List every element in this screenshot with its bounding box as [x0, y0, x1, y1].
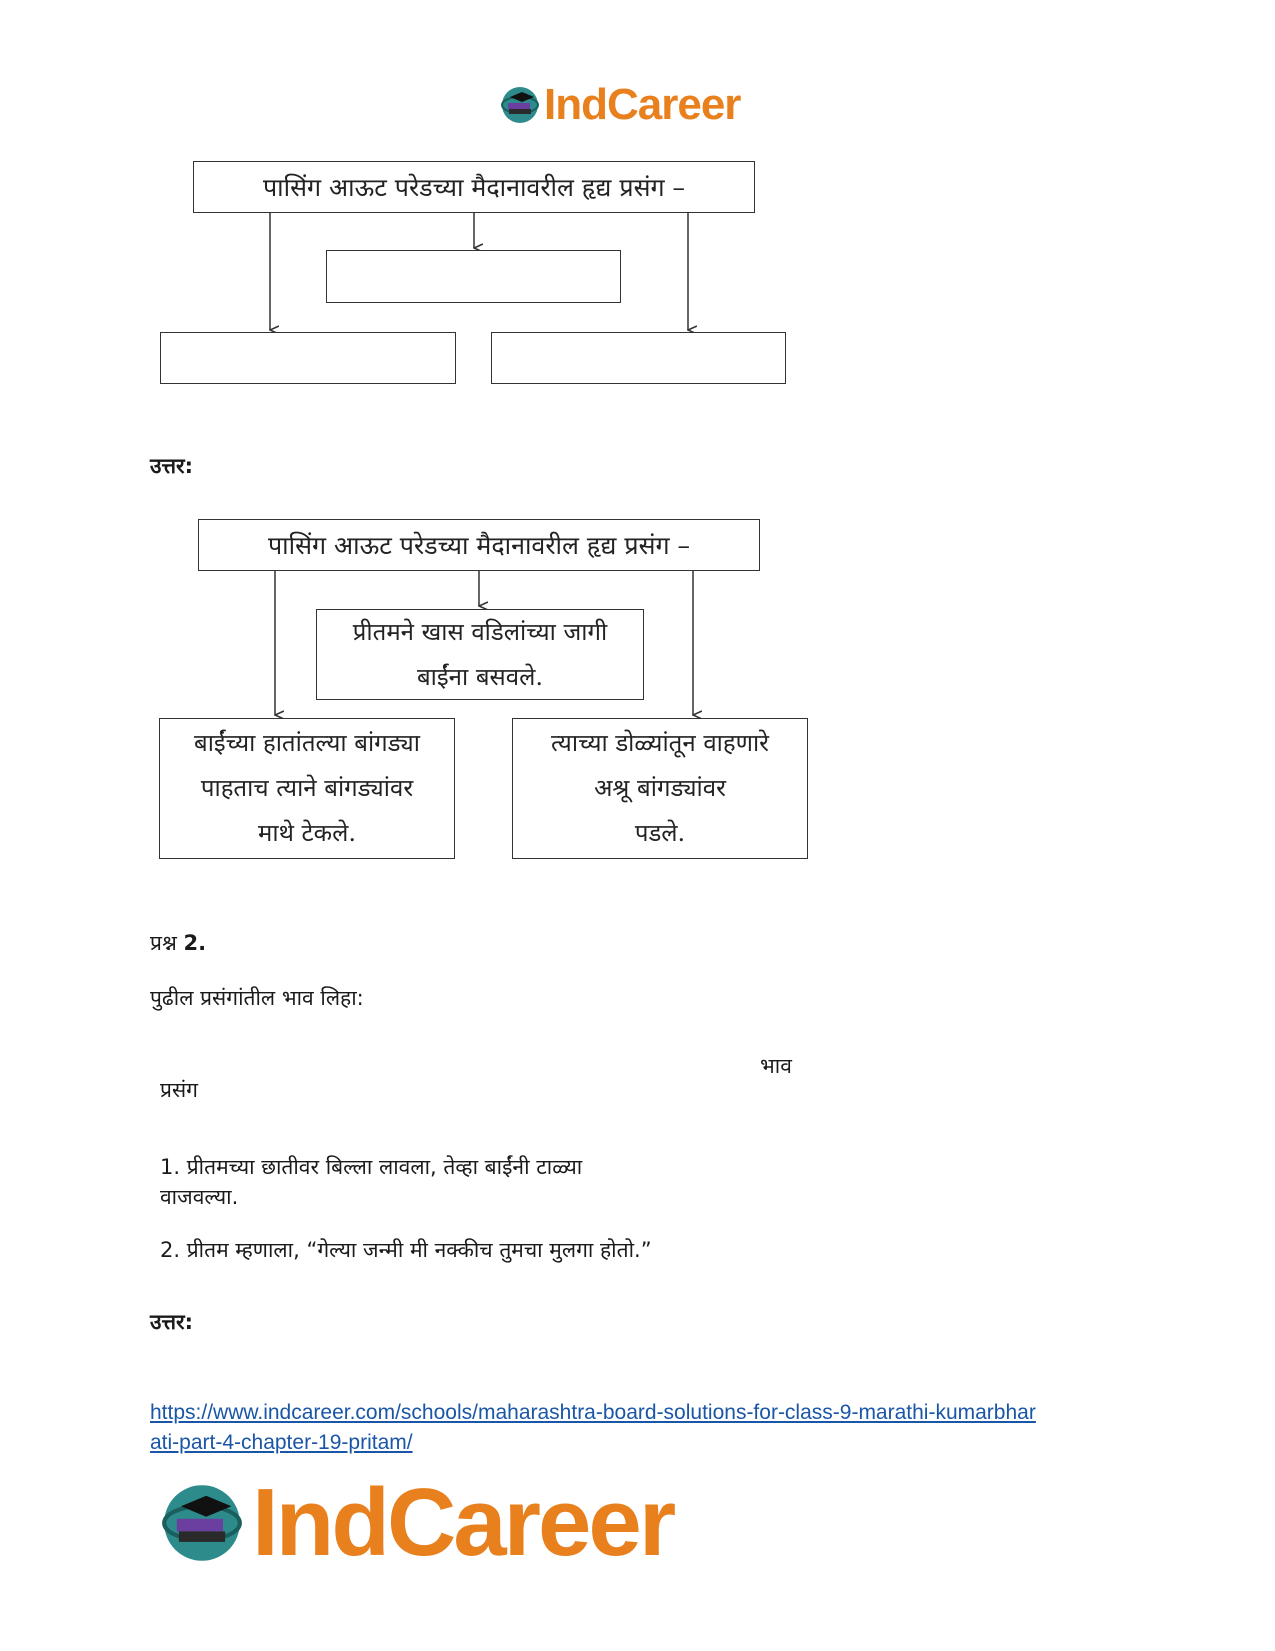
list-item-2: 2. प्रीतम म्हणाला, “गेल्या जन्मी मी नक्क…: [160, 1238, 652, 1262]
diagram-blank-left-box: [160, 332, 456, 384]
diagram-blank-heading: पासिंग आऊट परेडच्या मैदानावरील हृद्य प्र…: [193, 161, 755, 213]
source-link-line-1[interactable]: https://www.indcareer.com/schools/mahara…: [150, 1401, 1036, 1424]
brand-name: IndCareer: [252, 1469, 676, 1576]
question-prefix: प्रश्न: [150, 931, 177, 955]
list-item-1-line-1: 1. प्रीतमच्या छातीवर बिल्ला लावला, तेव्ह…: [160, 1155, 583, 1179]
column-bhav-header: भाव: [760, 1054, 792, 1078]
diagram-filled-left-box: बाईंच्या हातांतल्या बांगड्या पाहताच त्या…: [159, 718, 455, 859]
answer-label-1: उत्तर:: [150, 454, 194, 478]
left-line-2: पाहताच त्याने बांगड्यांवर: [200, 774, 414, 802]
center-line-2: बाईंना बसवले.: [416, 662, 544, 691]
brand-name: IndCareer: [544, 80, 741, 129]
right-line-1: त्याच्या डोळ्यांतून वाहणारे: [550, 729, 770, 757]
instruction-text: पुढील प्रसंगांतील भाव लिहा:: [150, 986, 364, 1010]
source-link[interactable]: https://www.indcareer.com/schools/mahara…: [150, 1398, 1150, 1458]
diagram-filled-right-box: त्याच्या डोळ्यांतून वाहणारे अश्रू बांगड्…: [512, 718, 808, 859]
diagram-blank-right-box: [491, 332, 786, 384]
globe-books-icon: [501, 87, 539, 123]
left-line-1: बाईंच्या हातांतल्या बांगड्या: [194, 729, 420, 757]
diagram-filled-center-box: प्रीतमने खास वडिलांच्या जागी बाईंना बसवल…: [316, 609, 644, 700]
diagram-blank-center-box: [326, 250, 621, 303]
diagram-filled-heading: पासिंग आऊट परेडच्या मैदानावरील हृद्य प्र…: [198, 519, 760, 571]
right-line-3: पडले.: [634, 819, 686, 847]
source-link-line-2[interactable]: ati-part-4-chapter-19-pritam/: [150, 1431, 413, 1454]
right-line-2: अश्रू बांगड्यांवर: [594, 774, 726, 802]
left-line-3: माथे टेकले.: [258, 819, 356, 847]
indcareer-logo-bottom: IndCareer: [160, 1468, 676, 1578]
question-heading: प्रश्न 2.: [150, 928, 206, 958]
list-item-1-line-2: वाजवल्या.: [160, 1185, 239, 1209]
center-line-1: प्रीतमने खास वडिलांच्या जागी: [352, 617, 608, 646]
globe-books-icon: [162, 1485, 242, 1561]
column-prasang-header: प्रसंग: [160, 1078, 198, 1102]
indcareer-logo-top: IndCareer: [500, 80, 741, 130]
answer-label-2: उत्तर:: [150, 1310, 194, 1334]
question-number: 2.: [183, 931, 207, 955]
